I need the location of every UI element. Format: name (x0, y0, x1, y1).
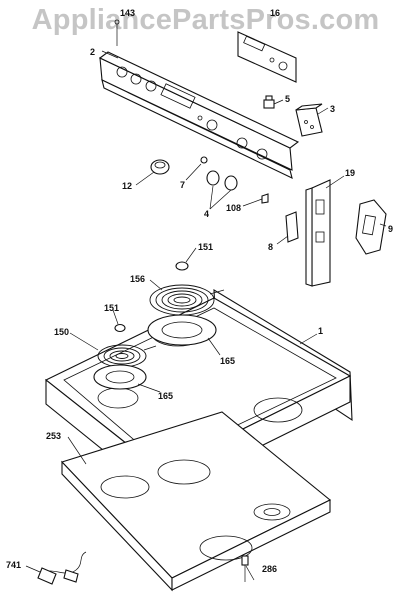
callout-150: 150 (54, 327, 69, 337)
end-cap-9 (355, 199, 387, 255)
receptacle-151-upper (175, 261, 189, 271)
callout-3: 3 (330, 104, 335, 114)
callout-253: 253 (46, 431, 61, 441)
control-knob-12 (150, 159, 170, 175)
receptacle-151-lower (114, 323, 126, 333)
callout-8: 8 (268, 242, 273, 252)
callout-5: 5 (285, 94, 290, 104)
wire-harness-741 (37, 551, 87, 585)
callout-2: 2 (90, 47, 95, 57)
callout-165-upper: 165 (220, 356, 235, 366)
clip-286 (241, 555, 249, 582)
callout-1: 1 (318, 326, 323, 336)
knobs-4 (206, 170, 238, 191)
callout-165-lower: 165 (158, 391, 173, 401)
callout-156: 156 (130, 274, 145, 284)
switch-part (263, 95, 275, 109)
indicator-pin-7 (200, 156, 208, 164)
callout-151-upper: 151 (198, 242, 213, 252)
callout-19: 19 (345, 168, 355, 178)
callout-4: 4 (204, 209, 209, 219)
bracket-8 (285, 211, 299, 243)
callout-12: 12 (122, 181, 132, 191)
spring-clip-108 (261, 193, 269, 204)
callout-286: 286 (262, 564, 277, 574)
burner-box-253 (60, 411, 332, 592)
relay-block (295, 103, 323, 137)
callout-741: 741 (6, 560, 21, 570)
side-bracket-19 (305, 179, 331, 287)
callout-151-lower: 151 (104, 303, 119, 313)
callout-16: 16 (270, 8, 280, 18)
callout-labels: 143 16 2 5 3 12 7 4 108 19 8 9 151 156 1… (6, 8, 393, 574)
leader-lines (25, 50, 387, 581)
control-panel-backsplash (98, 51, 300, 180)
drip-pan-165-small (93, 364, 147, 390)
watermark-logo: AppliancePartsPros.com (31, 4, 380, 36)
callout-7: 7 (180, 180, 185, 190)
clock-timer-module (237, 31, 297, 83)
callout-143: 143 (120, 8, 135, 18)
cooktop-main-top (44, 288, 353, 498)
screw-143 (114, 19, 120, 46)
drip-pan-165-large (147, 314, 217, 346)
callout-108: 108 (226, 203, 241, 213)
callout-9: 9 (388, 224, 393, 234)
